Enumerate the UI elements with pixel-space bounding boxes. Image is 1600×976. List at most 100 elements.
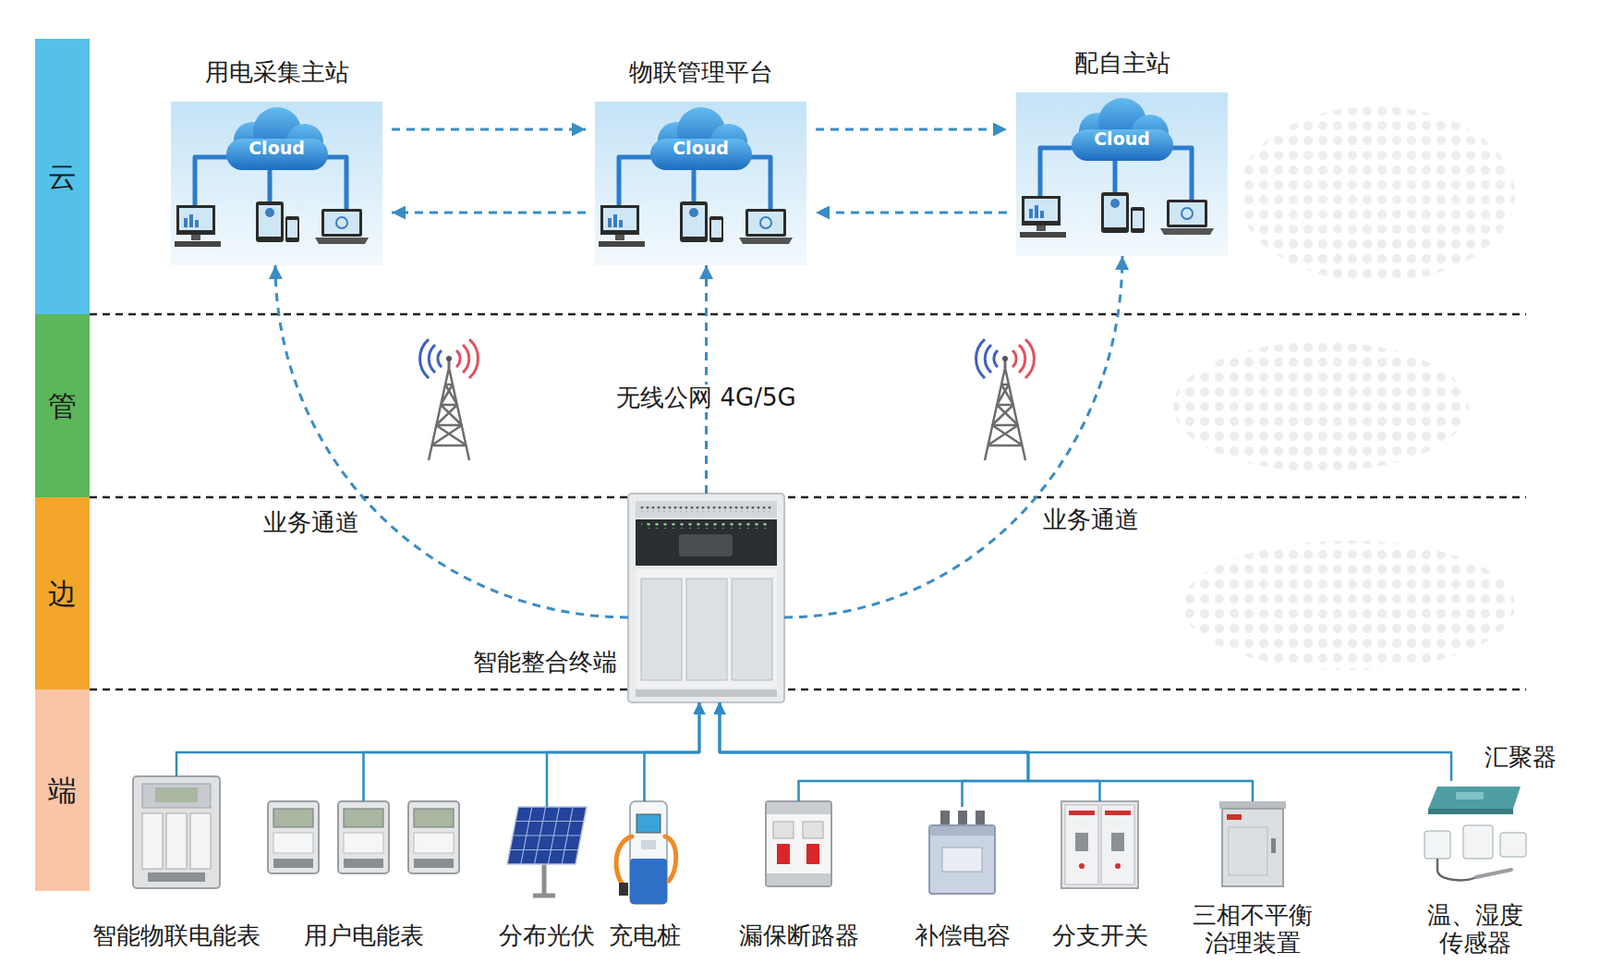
branch-switch-art bbox=[1075, 832, 1089, 851]
capacitor-art bbox=[930, 825, 994, 836]
terminal-art bbox=[628, 493, 785, 703]
cloud-station-art bbox=[170, 101, 383, 266]
layer-label: 边 bbox=[48, 577, 77, 609]
device-label: 补偿电容 bbox=[914, 921, 1011, 950]
bus-line bbox=[719, 702, 1452, 781]
edge-label: 业务通道 bbox=[259, 509, 364, 537]
map-dots bbox=[1173, 341, 1469, 472]
breaker-art bbox=[776, 843, 790, 864]
layer-divider bbox=[89, 314, 1527, 690]
solar-panel-art bbox=[533, 893, 556, 898]
balancing-cabinet-art bbox=[1226, 813, 1242, 820]
balancing-cabinet-art bbox=[1219, 800, 1286, 886]
breaker-art bbox=[773, 821, 794, 838]
terminal-art bbox=[686, 578, 728, 680]
smart-meter-art bbox=[155, 787, 198, 802]
solar-panel-art bbox=[509, 806, 584, 864]
charger-art bbox=[618, 882, 629, 896]
bus-line bbox=[546, 702, 700, 807]
capacitor-art bbox=[942, 847, 982, 872]
capacitor-art bbox=[957, 810, 968, 825]
breaker-art bbox=[765, 800, 832, 886]
solar-panel-art bbox=[507, 806, 587, 864]
smart-meter-art bbox=[190, 812, 211, 869]
capacitor-art bbox=[940, 810, 950, 825]
cloud-station-art bbox=[594, 101, 807, 266]
layer-divider bbox=[89, 688, 1527, 691]
device-label: 分支开关 bbox=[1052, 921, 1149, 950]
terminal-art bbox=[731, 578, 773, 680]
field-device: 补偿电容 bbox=[923, 806, 1001, 894]
layer-band: 云 bbox=[35, 38, 90, 315]
terminal-art bbox=[641, 522, 771, 529]
dashed-arrow bbox=[815, 128, 1007, 132]
breaker-art bbox=[765, 800, 832, 886]
field-device: 充电桩 bbox=[609, 800, 679, 904]
field-device: 用户电能表 bbox=[267, 800, 460, 873]
aggregator-art bbox=[1455, 791, 1484, 800]
charger-art bbox=[636, 813, 661, 833]
layer-label: 云 bbox=[48, 160, 77, 193]
smart-meter-art bbox=[133, 775, 220, 888]
terminal-art bbox=[678, 533, 733, 557]
device-label: 温、湿度 传感器 bbox=[1423, 901, 1528, 958]
edge-label: 无线公网 4G/5G bbox=[612, 384, 800, 413]
station-title: 用电采集主站 bbox=[205, 59, 350, 87]
charger-art bbox=[616, 836, 632, 886]
device-label: 用户电能表 bbox=[303, 921, 425, 950]
breaker-art bbox=[802, 821, 824, 838]
terminal-art bbox=[639, 506, 774, 512]
smart-meter-art bbox=[142, 783, 211, 808]
solar-panel-art bbox=[542, 863, 547, 894]
tower-icon bbox=[976, 339, 1035, 461]
branch-switch-art bbox=[1115, 862, 1121, 869]
dashed-arrow bbox=[815, 211, 1007, 215]
branch-switch-art bbox=[1065, 804, 1099, 885]
charger-art bbox=[616, 800, 677, 904]
aggregator-art bbox=[1424, 786, 1527, 880]
branch-switch-art bbox=[1078, 862, 1085, 869]
terminal-art bbox=[635, 569, 777, 688]
charger-art bbox=[665, 836, 677, 881]
field-device: 三相不平衡 治理装置 bbox=[1219, 800, 1286, 888]
dashed-arrow bbox=[784, 255, 1123, 618]
meter-icon bbox=[267, 800, 319, 873]
dashed-arrow bbox=[704, 265, 708, 494]
solar-panel-art bbox=[507, 806, 587, 896]
cloud-station: 物联管理平台Cloud bbox=[594, 101, 807, 266]
cloud-label: Cloud bbox=[248, 138, 305, 159]
meter-icon bbox=[338, 800, 389, 873]
bus-line bbox=[363, 702, 701, 801]
smart-meter-art bbox=[166, 812, 187, 869]
map-dots bbox=[1237, 106, 1516, 282]
balancing-cabinet-art bbox=[1228, 826, 1268, 875]
station-title: 配自主站 bbox=[1074, 49, 1171, 78]
bus-line bbox=[176, 702, 700, 776]
terminal-art bbox=[628, 493, 785, 703]
aggregator-art bbox=[1463, 824, 1493, 859]
meter-icon bbox=[408, 800, 460, 873]
device-label: 分布光伏 bbox=[498, 921, 595, 950]
terminal-art bbox=[641, 578, 682, 680]
cloud-station: 配自主站Cloud bbox=[1016, 92, 1228, 256]
capacitor-art bbox=[929, 824, 995, 894]
dashed-arrow bbox=[391, 128, 586, 132]
terminal-art bbox=[635, 519, 777, 566]
branch-switch-art bbox=[1104, 810, 1131, 815]
breaker-art bbox=[766, 872, 831, 885]
bus-line bbox=[644, 702, 701, 801]
device-label: 智能物联电能表 bbox=[92, 921, 261, 950]
branch-switch-art bbox=[1061, 800, 1139, 888]
aggregator-art bbox=[1428, 786, 1521, 809]
station-title: 物联管理平台 bbox=[629, 59, 774, 87]
layer-band: 端 bbox=[35, 689, 90, 891]
cloud-label: Cloud bbox=[1093, 129, 1151, 150]
balancing-cabinet-art bbox=[1271, 837, 1276, 853]
layer-label: 管 bbox=[48, 389, 77, 422]
bus-line bbox=[719, 702, 1029, 807]
edge-label: 业务通道 bbox=[1039, 506, 1143, 534]
tower-icon bbox=[420, 339, 479, 461]
